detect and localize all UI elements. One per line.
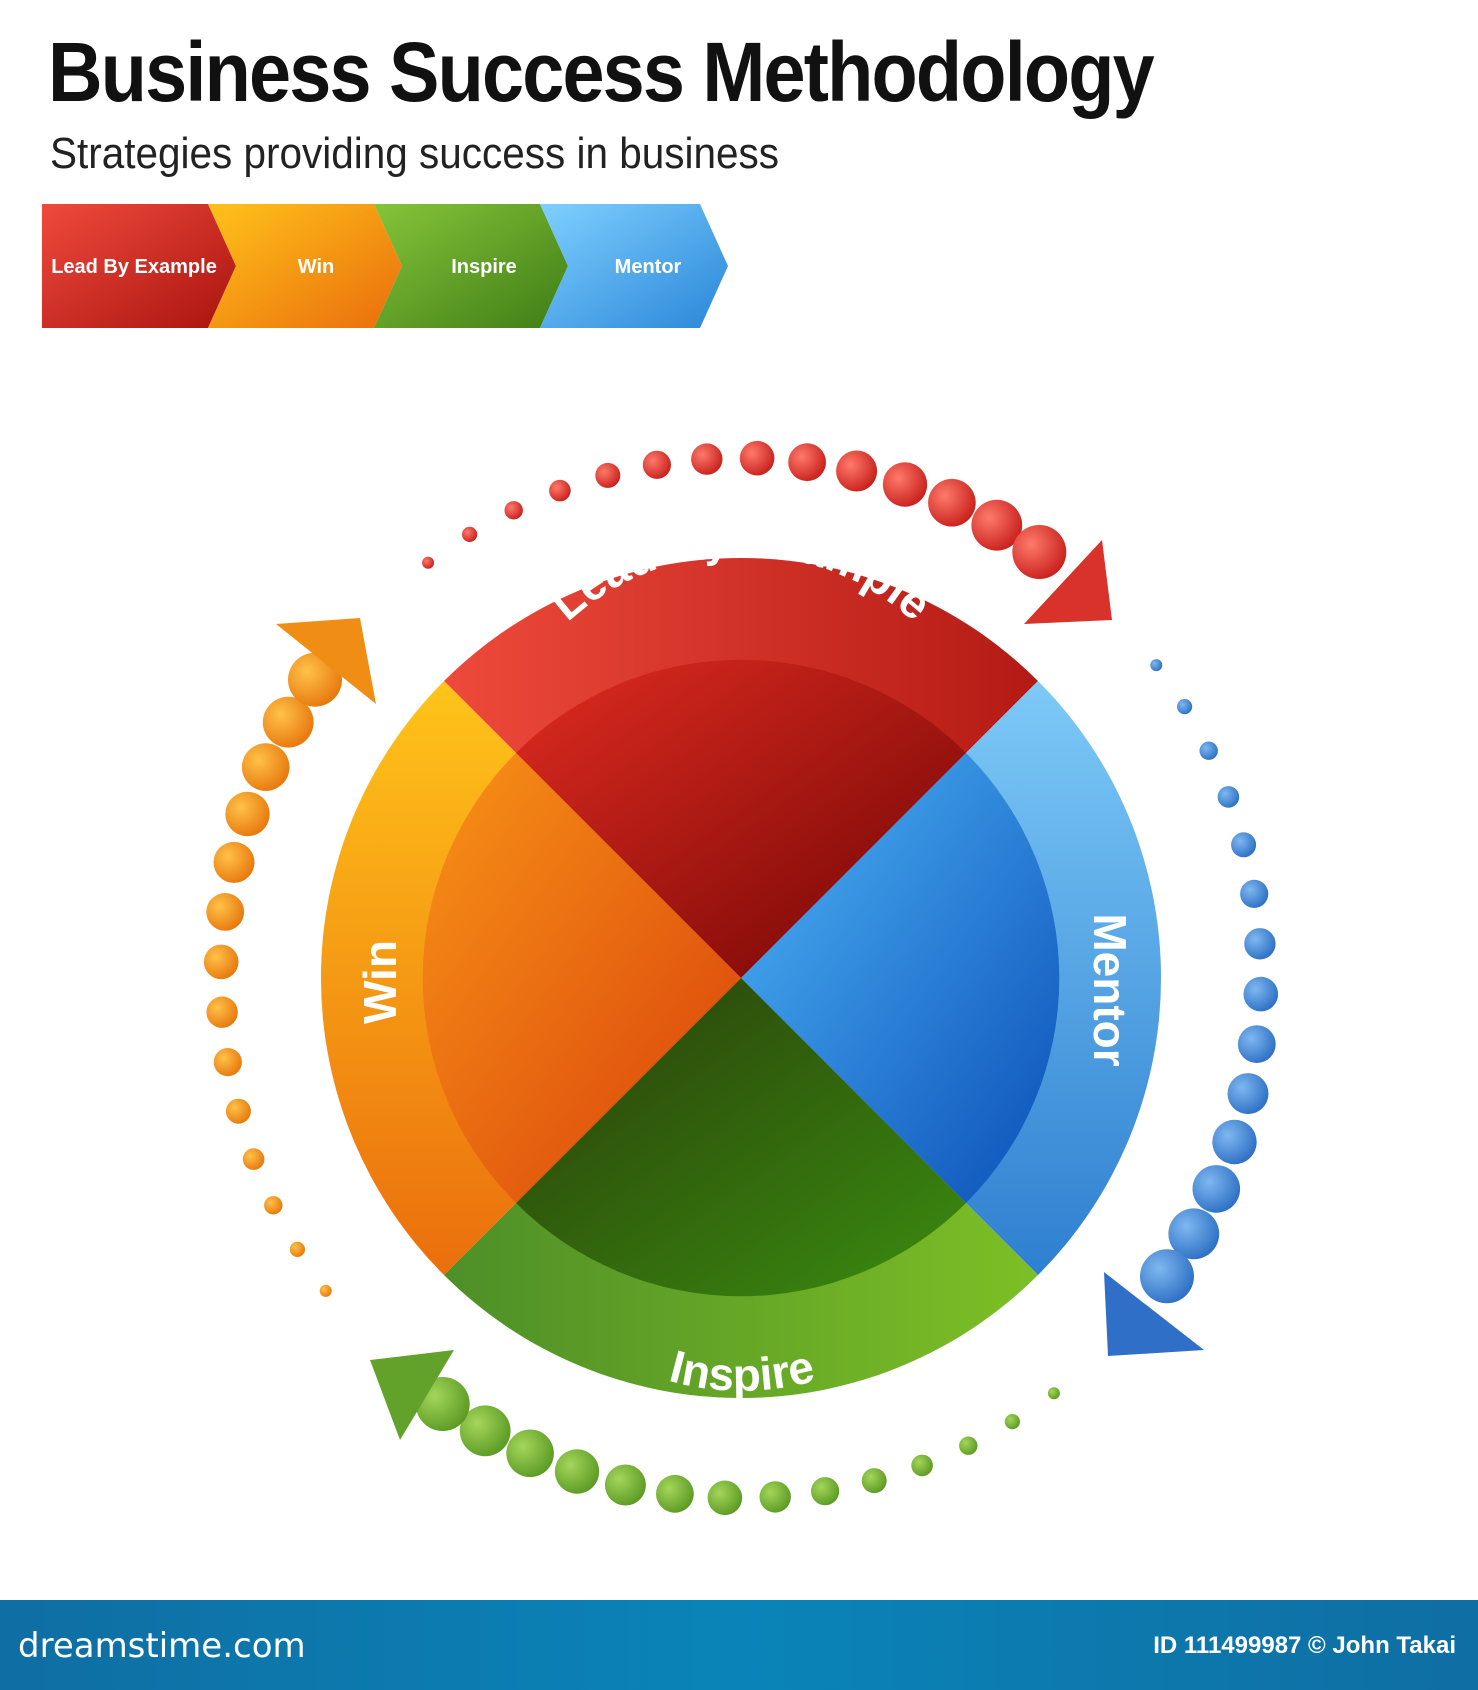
orbit-dots-green bbox=[415, 1377, 1060, 1516]
orbit-dot-orange bbox=[213, 841, 255, 883]
orbit-dot-blue bbox=[1140, 1249, 1194, 1304]
orbit-dot-orange bbox=[288, 652, 342, 707]
inner-segment-mentor bbox=[741, 753, 1060, 1203]
orbit-dot-blue bbox=[1192, 1165, 1241, 1213]
orbit-dot-green bbox=[1047, 1387, 1060, 1400]
process-chevrons: Lead By Example Win Inspire Mentor bbox=[42, 204, 728, 328]
page-subtitle: Strategies providing success in business bbox=[50, 129, 780, 178]
orbit-dots-red bbox=[422, 440, 1067, 579]
orbit-dot-red bbox=[836, 450, 878, 492]
footer-credit: ID 111499987 © John Takai bbox=[1153, 1632, 1456, 1659]
orbit-dot-green bbox=[707, 1480, 743, 1516]
orbit-dot-orange bbox=[319, 1284, 332, 1297]
orbit-dot-red bbox=[928, 478, 976, 527]
inner-segment-lead-by-example bbox=[516, 659, 966, 978]
arrowhead-orange bbox=[276, 618, 376, 704]
orbit-dot-blue bbox=[1227, 1073, 1269, 1115]
footer-bar: dreamstime.com ID 111499987 © John Takai bbox=[0, 1600, 1478, 1690]
orbit-dot-orange bbox=[203, 944, 239, 980]
orbit-dot-green bbox=[1004, 1414, 1021, 1430]
orbit-dot-blue bbox=[1150, 659, 1163, 672]
arrowhead-red bbox=[1024, 540, 1112, 624]
orbit-dot-green bbox=[506, 1429, 554, 1478]
orbit-dot-red bbox=[971, 499, 1023, 551]
orbit-dots-blue bbox=[1140, 659, 1279, 1304]
orbit-dot-red bbox=[595, 462, 621, 488]
orbit-dot-red bbox=[504, 501, 523, 520]
orbit-dot-orange bbox=[289, 1241, 305, 1257]
orbit-dot-orange bbox=[225, 791, 270, 837]
chevron-label-win: Win bbox=[298, 256, 334, 278]
cycle-inner-circle bbox=[422, 659, 1060, 1297]
orbit-dot-red bbox=[739, 440, 775, 476]
inner-segment-win bbox=[422, 753, 741, 1203]
orbit-dot-orange bbox=[225, 1098, 251, 1124]
footer-brand: dreamstime.com bbox=[18, 1626, 306, 1666]
orbit-dot-blue bbox=[1199, 741, 1218, 760]
chevron-label-inspire: Inspire bbox=[451, 256, 517, 278]
chevron-label-mentor: Mentor bbox=[615, 256, 682, 278]
orbit-dot-orange bbox=[262, 696, 314, 748]
orbit-dot-blue bbox=[1177, 699, 1193, 715]
orbit-dot-green bbox=[759, 1481, 791, 1513]
orbit-dot-blue bbox=[1244, 928, 1276, 960]
orbit-dot-green bbox=[656, 1474, 694, 1513]
page-title: Business Success Methodology bbox=[48, 25, 1155, 119]
orbit-dots-orange bbox=[203, 652, 342, 1297]
orbit-dot-red bbox=[549, 479, 571, 502]
orbit-dot-green bbox=[604, 1464, 646, 1506]
orbit-dot-green bbox=[811, 1477, 840, 1506]
orbit-dot-green bbox=[554, 1449, 600, 1494]
chevron-lead-by-example bbox=[42, 204, 236, 328]
orbit-dot-orange bbox=[206, 996, 238, 1028]
orbit-dot-blue bbox=[1212, 1119, 1257, 1165]
orbit-dot-red bbox=[788, 443, 826, 482]
ring-label-mentor: Mentor bbox=[1084, 913, 1136, 1066]
orbit-dot-blue bbox=[1231, 832, 1257, 858]
arrowhead-blue bbox=[1104, 1272, 1204, 1356]
orbit-dot-orange bbox=[213, 1048, 242, 1077]
orbit-dot-blue bbox=[1168, 1208, 1220, 1260]
orbit-dot-orange bbox=[206, 893, 245, 931]
chevron-label-lead-by-example: Lead By Example bbox=[51, 256, 217, 278]
orbit-dot-red bbox=[1012, 525, 1067, 579]
orbit-dot-orange bbox=[264, 1196, 283, 1215]
orbit-dot-green bbox=[911, 1454, 933, 1477]
ring-label-win: Win bbox=[354, 940, 406, 1024]
orbit-dot-red bbox=[882, 462, 928, 507]
orbit-dot-green bbox=[959, 1436, 978, 1455]
orbit-dot-blue bbox=[1237, 1025, 1276, 1063]
inner-segment-inspire bbox=[516, 978, 966, 1297]
orbit-dot-orange bbox=[242, 1148, 265, 1170]
orbit-dot-orange bbox=[241, 743, 290, 791]
orbit-dot-blue bbox=[1243, 976, 1279, 1012]
arrowhead-green bbox=[370, 1350, 454, 1440]
chevron-mentor bbox=[540, 204, 728, 328]
orbit-dot-red bbox=[642, 450, 672, 479]
orbit-dot-red bbox=[422, 556, 435, 569]
orbit-dot-blue bbox=[1240, 879, 1269, 909]
orbit-dot-green bbox=[459, 1405, 511, 1457]
ring-label-inspire: Inspire bbox=[665, 1340, 819, 1401]
methodology-diagram: Lead By Example Win Inspire Mentor Lead … bbox=[42, 204, 1279, 1516]
chevron-inspire bbox=[374, 204, 568, 328]
chevron-win bbox=[208, 204, 402, 328]
orbit-dot-green bbox=[861, 1468, 887, 1494]
orbit-dot-red bbox=[691, 443, 723, 475]
orbit-dot-red bbox=[462, 526, 478, 543]
orbit-dot-blue bbox=[1217, 786, 1240, 808]
